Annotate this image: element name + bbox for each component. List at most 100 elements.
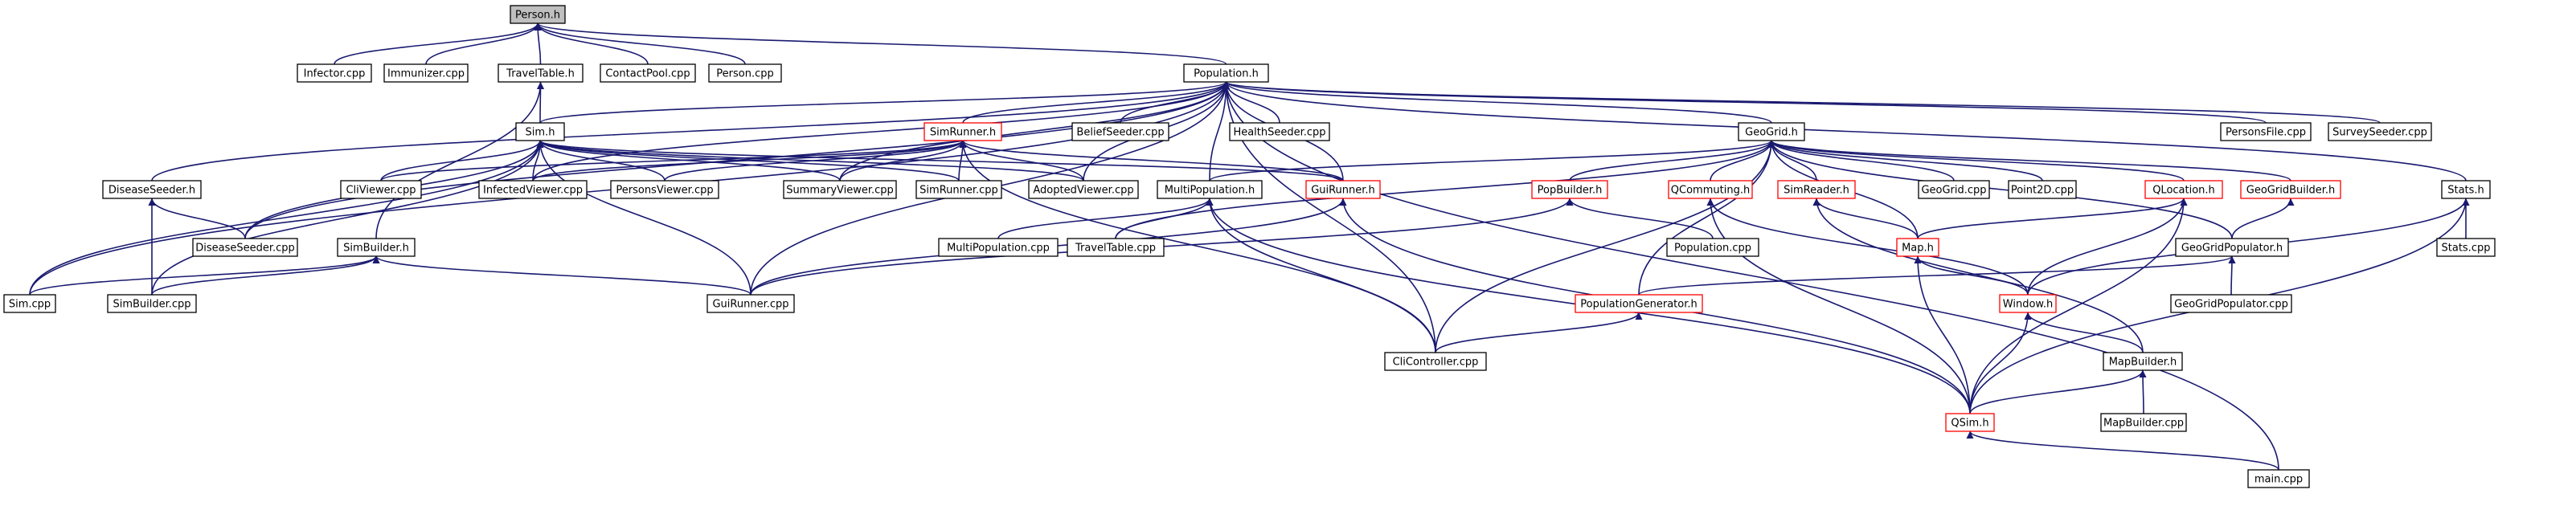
node-personsfile-cpp[interactable]: PersonsFile.cpp (2220, 122, 2312, 141)
node-map-h[interactable]: Map.h (1896, 238, 1939, 257)
node-diseaseseeder-h[interactable]: DiseaseSeeder.h (102, 180, 202, 199)
node-box[interactable] (2220, 122, 2312, 141)
node-box[interactable] (708, 63, 782, 83)
node-box[interactable] (1668, 180, 1753, 199)
node-box[interactable] (1777, 180, 1856, 199)
node-box[interactable] (2008, 180, 2077, 199)
node-cliviewer-cpp[interactable]: CliViewer.cpp (340, 180, 422, 199)
node-box[interactable] (1999, 294, 2057, 313)
node-beliefseeder-cpp[interactable]: BeliefSeeder.cpp (1071, 122, 1169, 141)
node-qsim-h[interactable]: QSim.h (1945, 413, 1995, 432)
node-box[interactable] (1067, 238, 1165, 257)
node-box[interactable] (102, 180, 202, 199)
node-infectedviewer-cpp[interactable]: InfectedViewer.cpp (478, 180, 588, 199)
node-box[interactable] (1384, 352, 1487, 371)
node-box[interactable] (924, 122, 1002, 141)
node-box[interactable] (1229, 122, 1330, 141)
node-geogrid-cpp[interactable]: GeoGrid.cpp (1918, 180, 1990, 199)
node-box[interactable] (2170, 294, 2292, 313)
node-box[interactable] (2144, 180, 2223, 199)
node-simrunner-cpp[interactable]: SimRunner.cpp (915, 180, 1002, 199)
node-box[interactable] (706, 294, 795, 313)
node-box[interactable] (515, 122, 565, 141)
node-qcommuting-h[interactable]: QCommuting.h (1668, 180, 1753, 199)
node-box[interactable] (1896, 238, 1939, 257)
node-geogrid-h[interactable]: GeoGrid.h (1738, 122, 1805, 141)
node-box[interactable] (1157, 180, 1263, 199)
node-box[interactable] (2175, 238, 2289, 257)
node-box[interactable] (2100, 413, 2187, 432)
node-traveltable-cpp[interactable]: TravelTable.cpp (1067, 238, 1165, 257)
node-box[interactable] (610, 180, 719, 199)
node-box[interactable] (337, 238, 416, 257)
node-box[interactable] (2441, 180, 2491, 199)
node-box[interactable] (1531, 180, 1608, 199)
node-box[interactable] (510, 5, 566, 24)
node-adoptedviewer-cpp[interactable]: AdoptedViewer.cpp (1028, 180, 1139, 199)
node-immunizer-cpp[interactable]: Immunizer.cpp (383, 63, 469, 83)
node-person-h[interactable]: Person.h (510, 5, 566, 24)
node-contactpool-cpp[interactable]: ContactPool.cpp (600, 63, 696, 83)
node-simrunner-h[interactable]: SimRunner.h (924, 122, 1002, 141)
node-surveyseeder-cpp[interactable]: SurveySeeder.cpp (2328, 122, 2432, 141)
node-box[interactable] (1183, 63, 1269, 83)
node-guirunner-h[interactable]: GuiRunner.h (1305, 180, 1381, 199)
node-box[interactable] (915, 180, 1002, 199)
node-multipopulation-cpp[interactable]: MultiPopulation.cpp (938, 238, 1059, 257)
node-box[interactable] (3, 294, 56, 313)
node-box[interactable] (383, 63, 469, 83)
node-summaryviewer-cpp[interactable]: SummaryViewer.cpp (783, 180, 897, 199)
node-box[interactable] (1305, 180, 1381, 199)
node-box[interactable] (1666, 238, 1759, 257)
node-point2d-cpp[interactable]: Point2D.cpp (2008, 180, 2077, 199)
node-simbuilder-cpp[interactable]: SimBuilder.cpp (107, 294, 197, 313)
node-box[interactable] (2436, 238, 2496, 257)
node-populationgenerator-h[interactable]: PopulationGenerator.h (1575, 294, 1703, 313)
node-box[interactable] (1028, 180, 1139, 199)
node-clicontroller-cpp[interactable]: CliController.cpp (1384, 352, 1487, 371)
node-stats-h[interactable]: Stats.h (2441, 180, 2491, 199)
node-personsviewer-cpp[interactable]: PersonsViewer.cpp (610, 180, 719, 199)
node-stats-cpp[interactable]: Stats.cpp (2436, 238, 2496, 257)
node-box[interactable] (2247, 469, 2310, 488)
node-box[interactable] (478, 180, 588, 199)
node-healthseeder-cpp[interactable]: HealthSeeder.cpp (1229, 122, 1330, 141)
node-box[interactable] (1918, 180, 1990, 199)
node-mapbuilder-cpp[interactable]: MapBuilder.cpp (2100, 413, 2187, 432)
node-geogridpopulator-cpp[interactable]: GeoGridPopulator.cpp (2170, 294, 2292, 313)
node-box[interactable] (297, 63, 372, 83)
node-box[interactable] (600, 63, 696, 83)
node-guirunner-cpp[interactable]: GuiRunner.cpp (706, 294, 795, 313)
node-box[interactable] (2328, 122, 2432, 141)
node-main-cpp[interactable]: main.cpp (2247, 469, 2310, 488)
node-diseaseseeder-cpp[interactable]: DiseaseSeeder.cpp (192, 238, 298, 257)
node-box[interactable] (340, 180, 422, 199)
node-box[interactable] (192, 238, 298, 257)
node-popbuilder-h[interactable]: PopBuilder.h (1531, 180, 1608, 199)
node-sim-cpp[interactable]: Sim.cpp (3, 294, 56, 313)
node-box[interactable] (1071, 122, 1169, 141)
node-simbuilder-h[interactable]: SimBuilder.h (337, 238, 416, 257)
node-simreader-h[interactable]: SimReader.h (1777, 180, 1856, 199)
node-person-cpp[interactable]: Person.cpp (708, 63, 782, 83)
node-traveltable-h[interactable]: TravelTable.h (498, 63, 584, 83)
node-geogridbuilder-h[interactable]: GeoGridBuilder.h (2240, 180, 2341, 199)
node-qlocation-h[interactable]: QLocation.h (2144, 180, 2223, 199)
node-infector-cpp[interactable]: Infector.cpp (297, 63, 372, 83)
node-box[interactable] (1945, 413, 1995, 432)
node-box[interactable] (2240, 180, 2341, 199)
node-population-cpp[interactable]: Population.cpp (1666, 238, 1759, 257)
node-box[interactable] (498, 63, 584, 83)
node-box[interactable] (2103, 352, 2183, 371)
node-box[interactable] (1738, 122, 1805, 141)
node-population-h[interactable]: Population.h (1183, 63, 1269, 83)
node-mapbuilder-h[interactable]: MapBuilder.h (2103, 352, 2183, 371)
node-window-h[interactable]: Window.h (1999, 294, 2057, 313)
node-box[interactable] (938, 238, 1059, 257)
node-geogridpopulator-h[interactable]: GeoGridPopulator.h (2175, 238, 2289, 257)
node-multipopulation-h[interactable]: MultiPopulation.h (1157, 180, 1263, 199)
node-sim-h[interactable]: Sim.h (515, 122, 565, 141)
node-box[interactable] (783, 180, 897, 199)
node-box[interactable] (107, 294, 197, 313)
node-box[interactable] (1575, 294, 1703, 313)
